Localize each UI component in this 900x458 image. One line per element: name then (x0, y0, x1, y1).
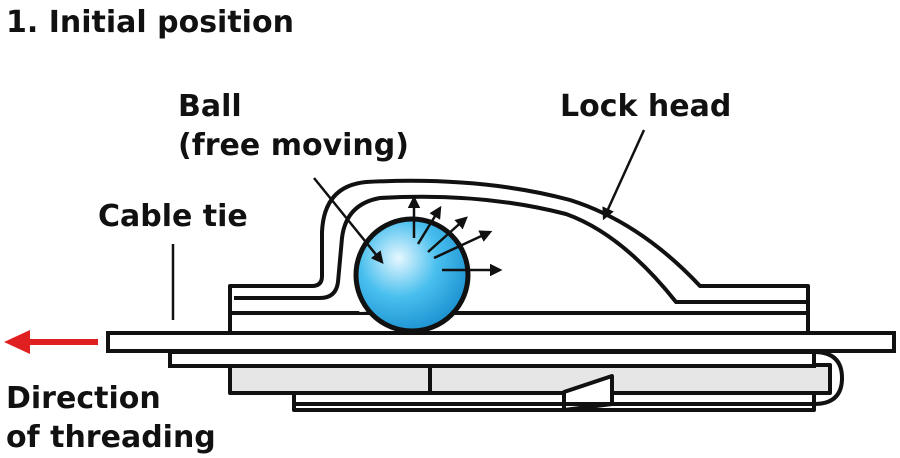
cable-tie-strap (106, 331, 896, 353)
folded-strap-body (168, 350, 816, 368)
cable-tie-label: Cable tie (98, 199, 248, 234)
force-arrows (407, 195, 503, 277)
diagram-title: 1. Initial position (6, 5, 294, 40)
direction-arrow-head (4, 330, 30, 354)
lock-head-base (228, 311, 810, 335)
ball-label-line1: Ball (178, 89, 242, 124)
folded-strap (170, 350, 844, 406)
direction-arrow (4, 330, 98, 354)
leader-lines (171, 129, 646, 320)
force-arrow-up-right (416, 205, 442, 245)
lock-head-cavity (234, 194, 806, 304)
ball-label-line2: (free moving) (178, 128, 409, 163)
ball-leader (313, 177, 384, 264)
ball (353, 216, 471, 334)
direction-label-line1: Direction (6, 381, 161, 416)
grey-channel-left (228, 363, 432, 395)
grey-channel-right (428, 363, 832, 395)
lock-head-leader (602, 129, 646, 221)
lock-head-label: Lock head (560, 89, 731, 124)
force-arrow-right-up (427, 216, 468, 253)
force-arrow-diag (433, 230, 493, 260)
direction-label-line2: of threading (6, 420, 216, 455)
